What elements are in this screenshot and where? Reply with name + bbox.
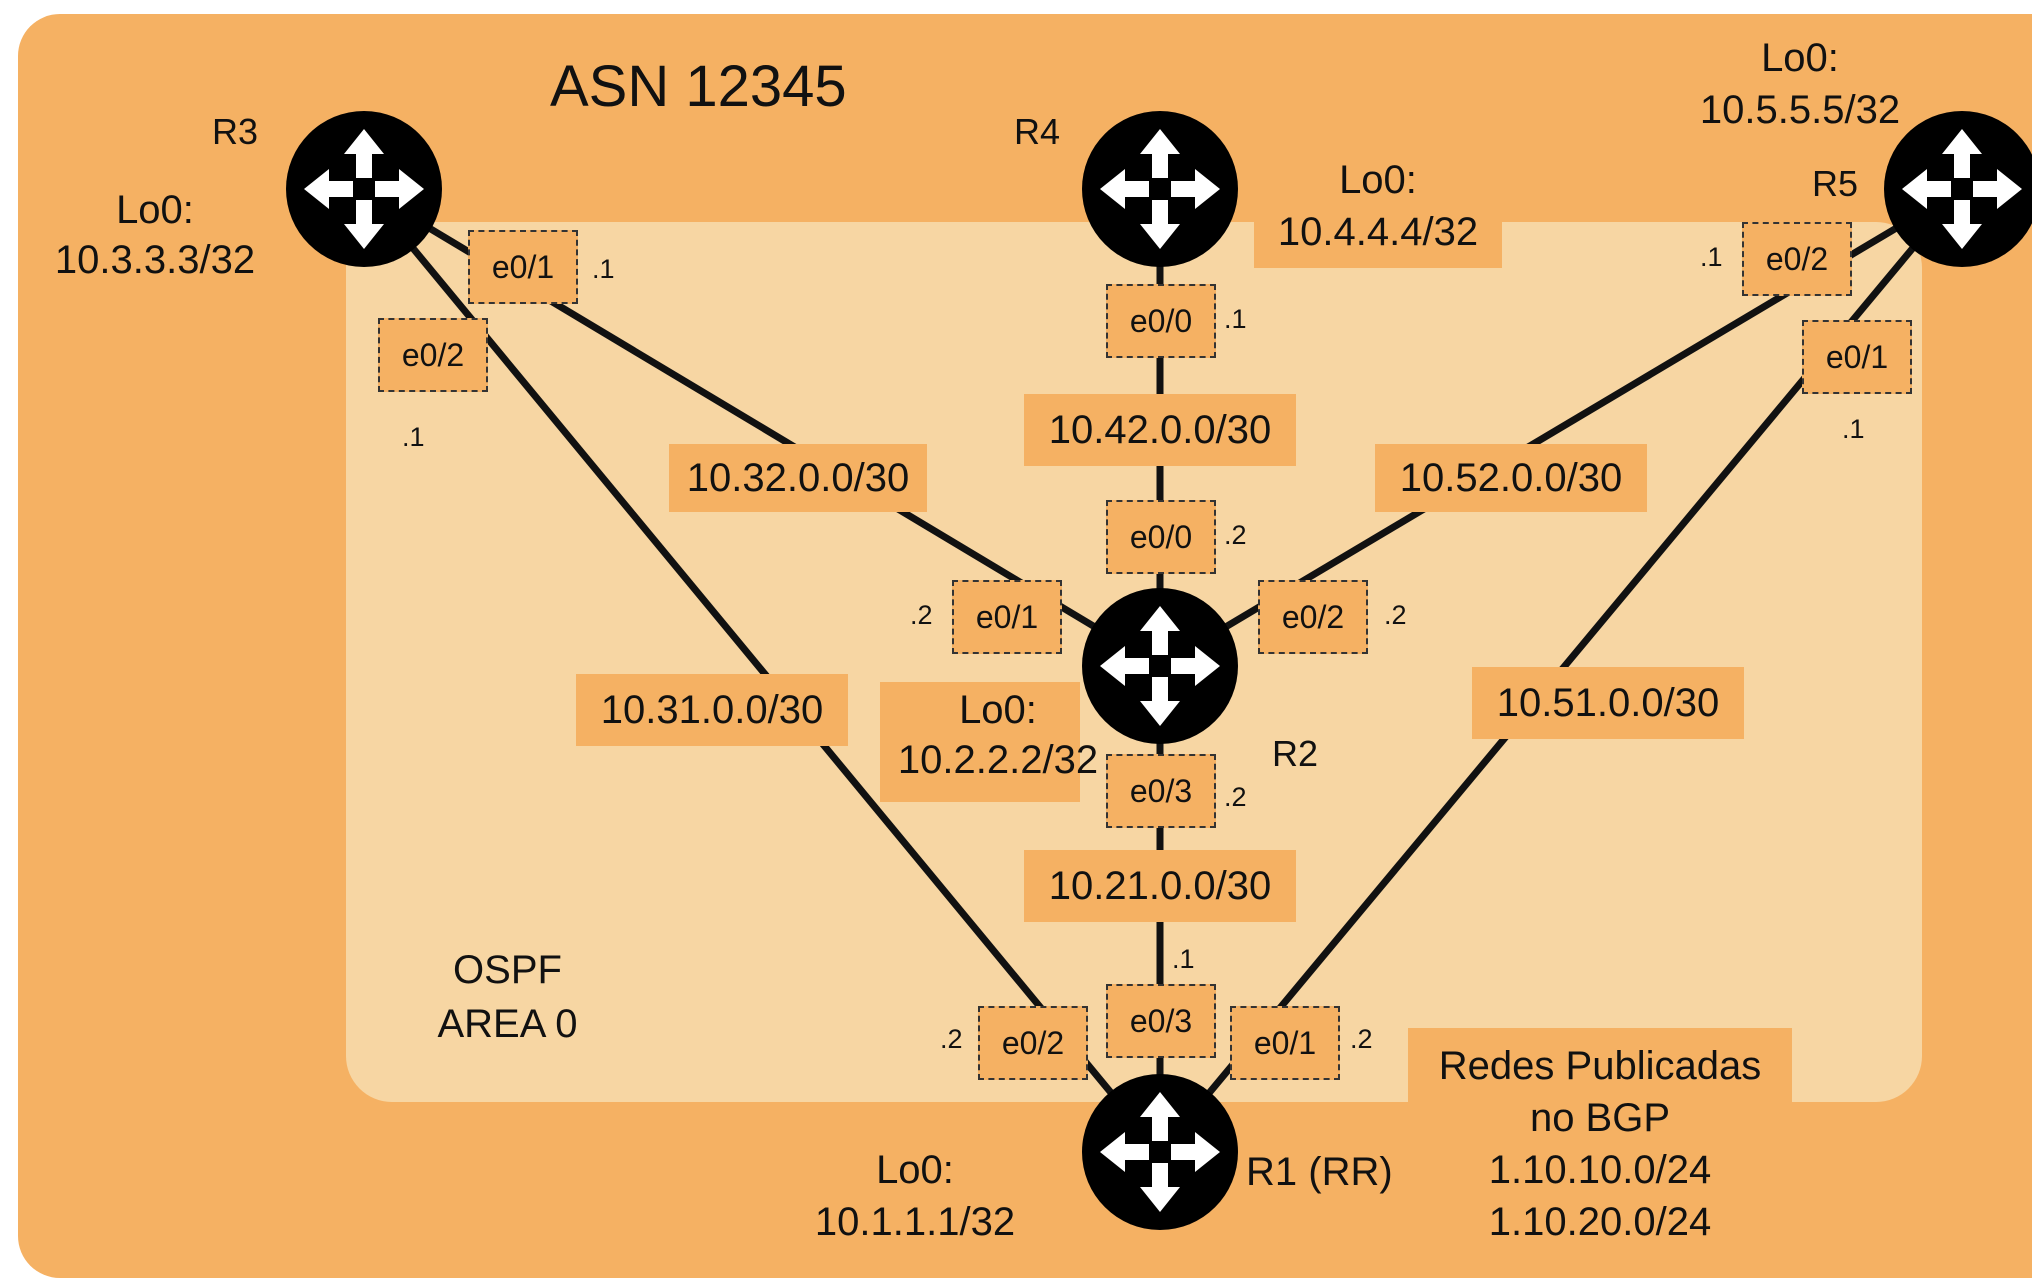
router-r3[interactable]: [286, 111, 442, 267]
r2-loopback-ip: 10.2.2.2/32: [897, 738, 1099, 782]
r1-e0-2-ip: .2: [940, 1024, 963, 1054]
link-r3-r1: [361, 186, 1163, 1155]
r3-loopback-ip: 10.3.3.3/32: [54, 238, 256, 282]
network-10-21: 10.21.0.0/30: [1024, 850, 1296, 922]
router-r3-name: R3: [212, 111, 259, 152]
r1-e0-3-ip: .1: [1172, 944, 1195, 974]
r5-loopback-ip: 10.5.5.5/32: [1699, 88, 1901, 132]
ospf-area-line1: OSPF: [453, 948, 562, 992]
r2-interface-e0-1: e0/1: [952, 580, 1062, 654]
router-icon: [1100, 1092, 1220, 1212]
r5-e0-2-ip: .1: [1700, 242, 1723, 272]
r2-interface-e0-0: e0/0: [1106, 500, 1216, 574]
router-icon: [1100, 606, 1220, 726]
ospf-area-line2: AREA 0: [437, 1002, 578, 1046]
r2-e0-2-ip: .2: [1384, 600, 1407, 630]
router-r2-name: R2: [1272, 733, 1319, 774]
bgp-box: [1408, 1028, 1792, 1138]
r4-interface-e0-0: e0/0: [1106, 284, 1216, 358]
asn-title: ASN 12345: [550, 54, 847, 119]
router-icon: [304, 129, 424, 249]
r4-loopback-box: [1254, 158, 1502, 268]
router-icon: [1902, 129, 2022, 249]
r2-e0-1-ip: .2: [910, 600, 933, 630]
r1-e0-1-ip: .2: [1350, 1024, 1373, 1054]
network-10-31: 10.31.0.0/30: [576, 674, 848, 746]
r1-interface-e0-2: e0/2: [978, 1006, 1088, 1080]
router-icon: [1100, 129, 1220, 249]
router-r2[interactable]: [1082, 588, 1238, 744]
r5-e0-1-ip: .1: [1842, 414, 1865, 444]
router-r5[interactable]: [1884, 111, 2032, 267]
r2-e0-3-ip: .2: [1224, 782, 1247, 812]
network-10-51: 10.51.0.0/30: [1472, 667, 1744, 739]
network-10-32: 10.32.0.0/30: [669, 444, 927, 512]
r3-interface-e0-1: e0/1: [468, 230, 578, 304]
router-r4-name: R4: [1014, 111, 1061, 152]
network-10-42: 10.42.0.0/30: [1024, 394, 1296, 466]
r3-loopback-label: Lo0:: [116, 188, 194, 232]
bgp-title-line1: Redes Publicadas: [1438, 1044, 1762, 1088]
network-10-52: 10.52.0.0/30: [1375, 444, 1647, 512]
r2-loopback-label: Lo0:: [959, 688, 1037, 732]
router-r5-name: R5: [1812, 163, 1859, 204]
r3-e0-1-ip: .1: [592, 254, 615, 284]
r5-loopback-label: Lo0:: [1761, 36, 1839, 80]
r3-e0-2-ip: .1: [402, 422, 425, 452]
router-r1[interactable]: [1082, 1074, 1238, 1230]
bgp-prefix-1: 1.10.10.0/24: [1488, 1148, 1712, 1192]
r1-interface-e0-3: e0/3: [1106, 984, 1216, 1058]
r1-loopback-label: Lo0:: [876, 1148, 954, 1192]
bgp-title-line2: no BGP: [1529, 1096, 1671, 1140]
r1-loopback-ip: 10.1.1.1/32: [814, 1200, 1016, 1244]
r5-interface-e0-1: e0/1: [1802, 320, 1912, 394]
r1-interface-e0-1: e0/1: [1230, 1006, 1340, 1080]
r3-interface-e0-2: e0/2: [378, 318, 488, 392]
router-r4[interactable]: [1082, 111, 1238, 267]
r2-e0-0-ip: .2: [1224, 520, 1247, 550]
r5-interface-e0-2: e0/2: [1742, 222, 1852, 296]
r2-interface-e0-2: e0/2: [1258, 580, 1368, 654]
bgp-prefix-2: 1.10.20.0/24: [1488, 1200, 1712, 1244]
r4-e0-0-ip: .1: [1224, 304, 1247, 334]
r2-interface-e0-3: e0/3: [1106, 754, 1216, 828]
r4-loopback-ip: 10.4.4.4/32: [1277, 210, 1479, 254]
router-r1-name: R1 (RR): [1246, 1150, 1393, 1194]
r2-loopback-box: [880, 682, 1080, 802]
r4-loopback-label: Lo0:: [1339, 158, 1417, 202]
